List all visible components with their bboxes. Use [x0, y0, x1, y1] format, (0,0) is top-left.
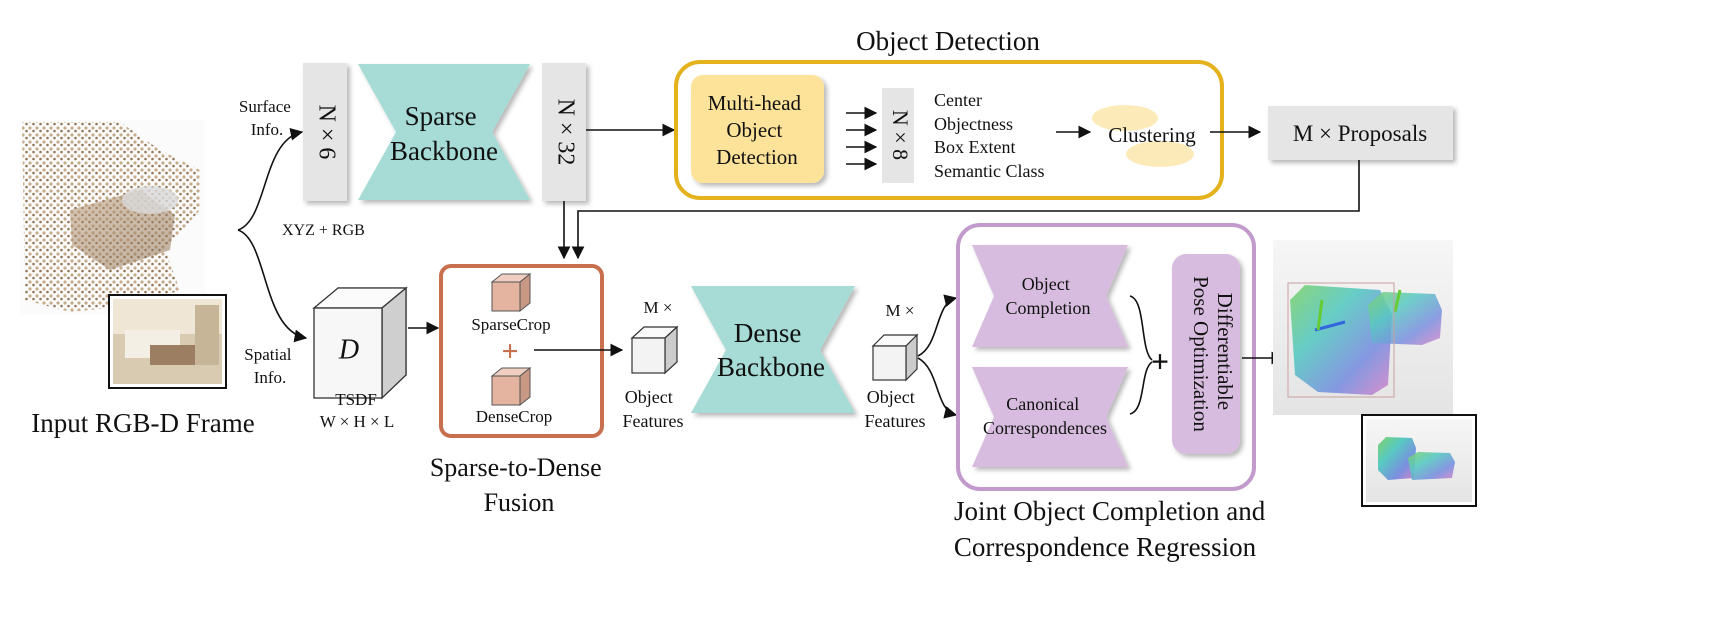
tsdf-dims: W × H × L — [320, 412, 395, 431]
n6-block: N × 6 — [303, 63, 347, 201]
svg-text:Multi-head Object: Multi-head Object Detection — [708, 91, 807, 169]
input-caption: Input RGB-D Frame — [31, 408, 254, 438]
output-thumbnail — [1361, 414, 1477, 507]
merge-curves — [1129, 295, 1153, 415]
fusion-plus-icon: + — [501, 335, 518, 368]
n8-block: N × 8 — [882, 88, 914, 183]
mx-left-label: M × — [644, 298, 673, 317]
output-render — [1273, 240, 1453, 415]
svg-text:N × 32: N × 32 — [552, 99, 578, 166]
svg-text:D: D — [338, 334, 359, 365]
proposals-feedback-arrow — [571, 160, 1360, 260]
sparse-backbone: Sparse Backbone — [358, 64, 530, 200]
object-features-right-cube — [871, 333, 919, 382]
multihead-output-arrows — [846, 106, 878, 171]
svg-text:Object Completion: Object Completion — [1006, 274, 1091, 318]
dense-crop-cube — [490, 366, 532, 407]
input-point-cloud — [20, 120, 205, 315]
input-rgb-thumbnail — [108, 294, 227, 389]
xyz-rgb-label: XYZ + RGB — [282, 222, 365, 239]
svg-text:Canonical Correspondence: Canonical Correspondences — [983, 394, 1107, 438]
canonical-correspondences-block: Canonical Correspondences — [972, 367, 1128, 467]
multihead-detection-block: Multi-head Object Detection — [691, 75, 824, 183]
spatial-info-label: Spatial Info. — [244, 345, 295, 387]
detection-outputs-list: Center Objectness Box Extent Semantic Cl… — [934, 90, 1045, 181]
svg-text:N × 6: N × 6 — [313, 105, 339, 160]
object-detection-box — [674, 60, 1224, 200]
object-features-left-label: Object Features — [623, 387, 684, 431]
n32-block: N × 32 — [542, 63, 586, 201]
object-features-left-cube — [630, 325, 679, 375]
merge-plus-icon: + — [1151, 343, 1169, 379]
fusion-caption: Sparse-to-Dense Fusion — [430, 453, 608, 517]
svg-text:Clustering: Clustering — [1108, 123, 1196, 147]
svg-text:Dense Backbone: Dense Backbone — [717, 318, 825, 382]
object-detection-title: Object Detection — [856, 26, 1040, 56]
dense-backbone: Dense Backbone — [691, 286, 855, 413]
sparse-crop-cube — [490, 272, 532, 313]
dense-crop-label: DenseCrop — [476, 407, 552, 426]
tsdf-label: TSDF — [335, 390, 377, 409]
joint-caption: Joint Object Completion and Corresponden… — [954, 496, 1272, 562]
proposals-block: M × Proposals — [1268, 106, 1453, 160]
tsdf-cube: D — [312, 286, 408, 400]
sparse-crop-label: SparseCrop — [471, 315, 550, 334]
clustering-block: Clustering — [1092, 105, 1196, 167]
joint-box — [956, 223, 1256, 491]
svg-text:Sparse Backbone: Sparse Backbone — [390, 101, 498, 166]
fusion-box — [439, 264, 604, 438]
mx-right-label: M × — [886, 301, 915, 320]
input-split-arrows — [237, 128, 308, 343]
differentiable-pose-optimization-block: Differentiable Pose Optimization — [1172, 254, 1240, 454]
surface-info-label: Surface Info. — [239, 97, 295, 139]
object-completion-block: Object Completion — [972, 245, 1128, 347]
svg-text:N × 8: N × 8 — [888, 110, 913, 160]
svg-text:Differentiable Pose Opti: Differentiable Pose Optimization — [1189, 276, 1237, 432]
object-features-right-label: Object Features — [865, 387, 926, 431]
features-split-arrows — [917, 294, 958, 419]
svg-text:M × Proposals: M × Proposals — [1293, 121, 1427, 146]
